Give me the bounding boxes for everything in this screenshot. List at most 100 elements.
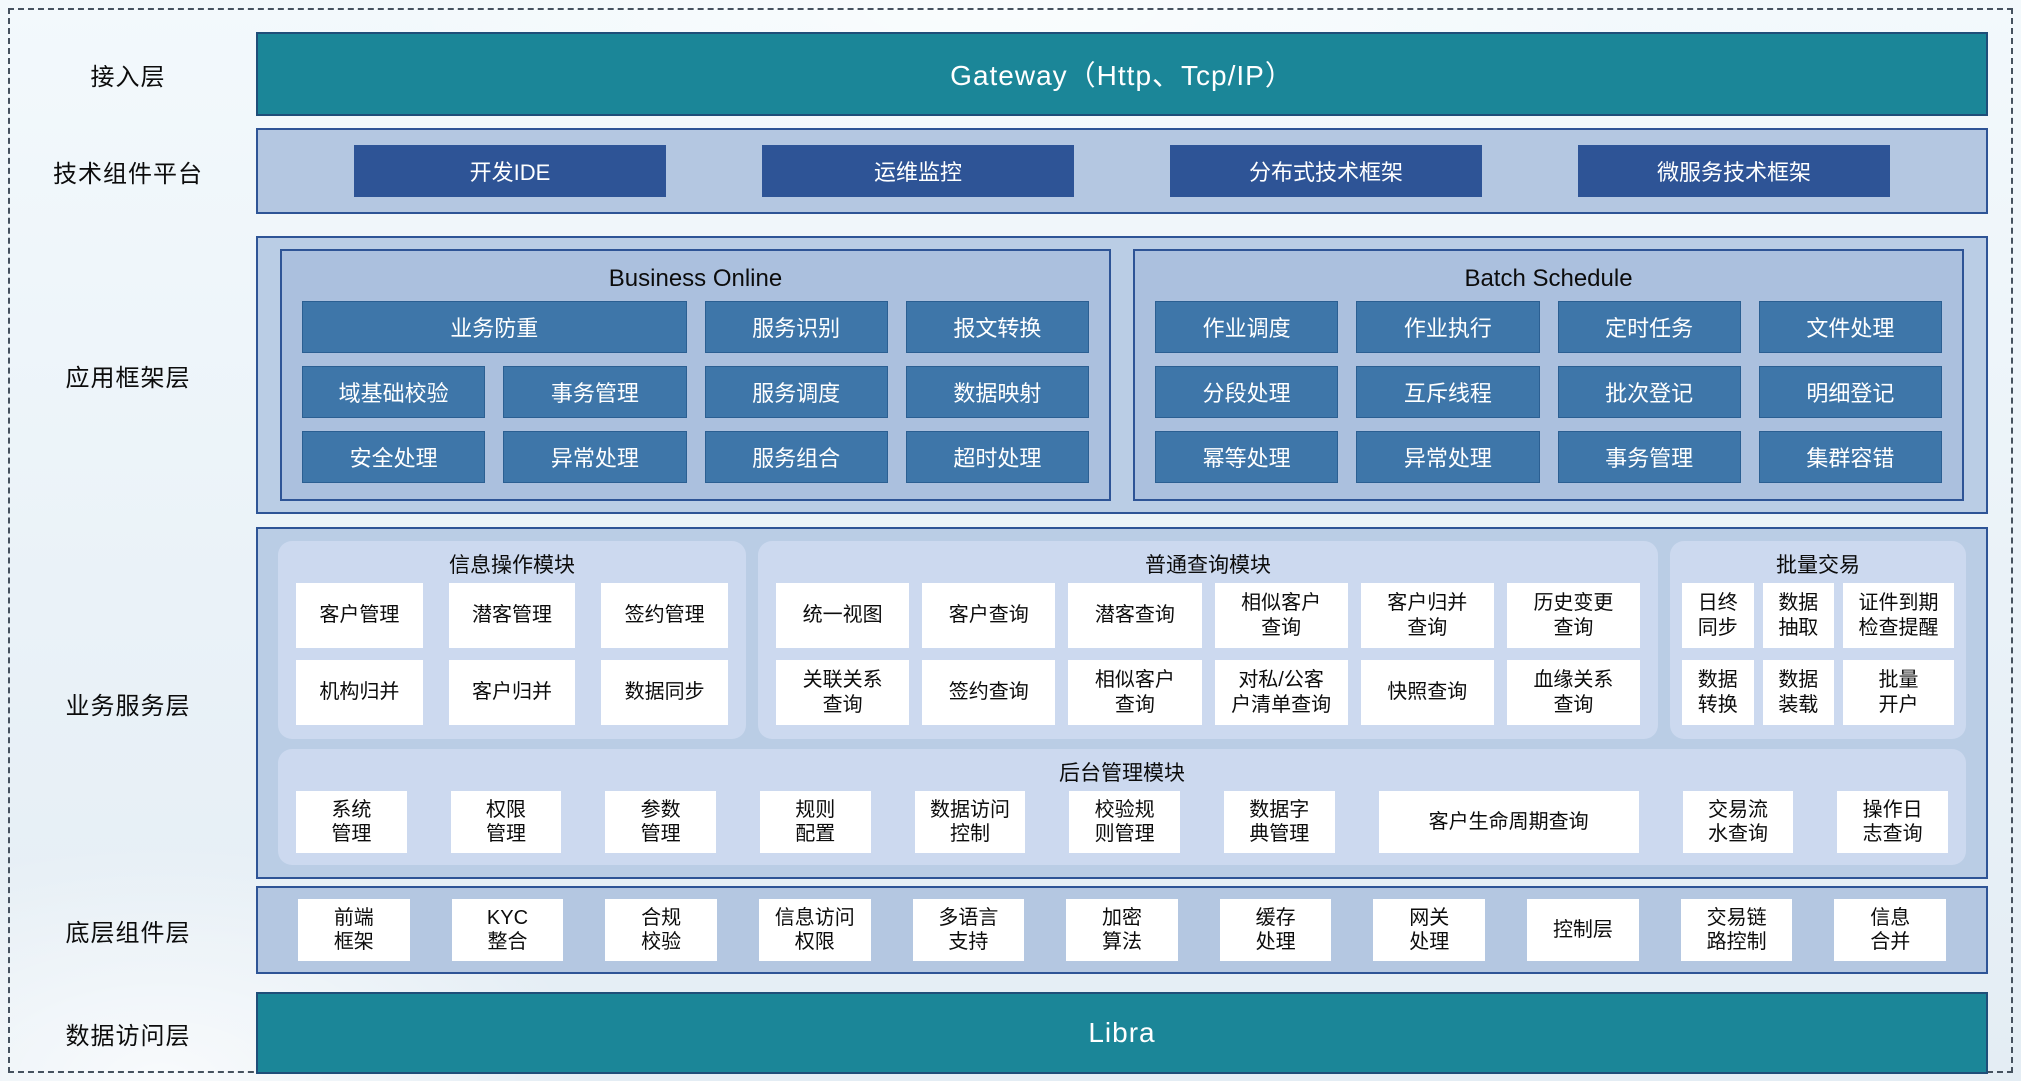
service-item-block: 相似客户 查询 [1214, 583, 1348, 648]
admin-item-block: 操作日 志查询 [1837, 791, 1948, 853]
module-info-title: 信息操作模块 [449, 554, 575, 577]
framework-feature-block: 作业执行 [1356, 301, 1540, 353]
base-component-block: 信息访问 权限 [758, 899, 871, 961]
data-access-band: 数据访问层 Libra [0, 992, 2021, 1074]
service-item-block: 签约查询 [922, 660, 1056, 725]
module-row: 日终 同步数据 抽取证件到期 检查提醒 [1682, 583, 1954, 648]
module-query: 普通查询模块统一视图客户查询潜客查询相似客户 查询客户归并 查询历史变更 查询关… [758, 541, 1658, 739]
framework-feature-block: 服务组合 [704, 431, 888, 483]
admin-item-block: 参数 管理 [605, 791, 716, 853]
base-component-block: 加密 算法 [1066, 899, 1178, 961]
framework-feature-block: 明细登记 [1758, 366, 1942, 418]
business-service-container: 信息操作模块客户管理潜客管理签约管理机构归并客户归并数据同步 普通查询模块统一视图… [256, 527, 1988, 879]
framework-feature-block: 异常处理 [503, 431, 687, 483]
app-panel-title: Business Online [608, 265, 783, 292]
framework-feature-block: 域基础校验 [302, 366, 486, 418]
framework-feature-block: 集群容错 [1758, 431, 1942, 483]
module-row: 机构归并客户归并数据同步 [296, 660, 729, 725]
base-component-block: KYC 整合 [451, 899, 564, 961]
framework-feature-block: 服务调度 [704, 366, 888, 418]
framework-feature-block: 事务管理 [503, 366, 687, 418]
tech-component-block: 微服务技术框架 [1578, 145, 1890, 197]
framework-feature-block: 定时任务 [1557, 301, 1741, 353]
service-item-block: 数据 抽取 [1762, 583, 1835, 648]
layer-label-app-framework: 应用框架层 [65, 364, 191, 392]
admin-item-block: 交易流 水查询 [1682, 791, 1794, 853]
module-row: 统一视图客户查询潜客查询相似客户 查询客户归并 查询历史变更 查询 [776, 583, 1641, 648]
base-component-block: 网关 处理 [1373, 899, 1486, 961]
base-component-block: 交易链 路控制 [1680, 899, 1793, 961]
access-layer-band: 接入层 Gateway（Http、Tcp/IP） [0, 32, 2021, 116]
tech-component-block: 开发IDE [354, 145, 666, 197]
framework-feature-block: 报文转换 [905, 301, 1089, 353]
gateway-bar-label: Gateway（Http、Tcp/IP） [950, 60, 1294, 91]
module-row: 客户管理潜客管理签约管理 [296, 583, 729, 648]
service-item-block: 快照查询 [1360, 660, 1494, 725]
app-panel-title: Batch Schedule [1464, 265, 1633, 292]
service-item-block: 潜客查询 [1068, 583, 1202, 648]
layer-label-tech-platform: 技术组件平台 [53, 160, 203, 188]
admin-item-block: 规则 配置 [759, 791, 871, 853]
base-component-block: 控制层 [1527, 899, 1639, 961]
module-batch: 批量交易日终 同步数据 抽取证件到期 检查提醒数据 转换数据 装载批量 开户 [1670, 541, 1966, 739]
module-query-rows: 统一视图客户查询潜客查询相似客户 查询客户归并 查询历史变更 查询关联关系 查询… [776, 583, 1641, 725]
service-item-block: 对私/公客 户清单查询 [1214, 660, 1348, 725]
module-row: 数据 转换数据 装载批量 开户 [1682, 660, 1954, 725]
framework-feature-block: 幂等处理 [1155, 431, 1339, 483]
admin-item-block: 权限 管理 [450, 791, 562, 853]
base-component-block: 合规 校验 [605, 899, 717, 961]
base-component-block: 缓存 处理 [1219, 899, 1332, 961]
service-item-block: 证件到期 检查提醒 [1843, 583, 1954, 648]
service-item-block: 客户归并 [448, 660, 576, 725]
admin-item-block: 系统 管理 [296, 791, 407, 853]
admin-items-row: 系统 管理权限 管理参数 管理规则 配置数据访问 控制校验规 则管理数据字 典管… [296, 791, 1948, 853]
framework-feature-block: 安全处理 [302, 431, 486, 483]
framework-feature-block: 业务防重 [302, 301, 687, 353]
service-item-block: 关联关系 查询 [776, 660, 910, 725]
module-row: 关联关系 查询签约查询相似客户 查询对私/公客 户清单查询快照查询血缘关系 查询 [776, 660, 1641, 725]
module-admin-title: 后台管理模块 [1059, 762, 1185, 785]
gateway-bar: Gateway（Http、Tcp/IP） [256, 32, 1988, 116]
app-panel-grid: 作业调度作业执行定时任务文件处理分段处理互斥线程批次登记明细登记幂等处理异常处理… [1155, 301, 1942, 483]
module-admin: 后台管理模块 系统 管理权限 管理参数 管理规则 配置数据访问 控制校验规 则管… [278, 749, 1966, 865]
service-item-block: 数据 装载 [1762, 660, 1835, 725]
base-component-block: 前端 框架 [298, 899, 410, 961]
layer-label-business-service: 业务服务层 [65, 692, 191, 720]
module-query-title: 普通查询模块 [1145, 554, 1271, 577]
module-batch-title: 批量交易 [1776, 554, 1860, 577]
framework-feature-block: 作业调度 [1155, 301, 1339, 353]
libra-bar-label: Libra [1088, 1017, 1156, 1048]
framework-feature-block: 数据映射 [905, 366, 1089, 418]
framework-feature-block: 批次登记 [1557, 366, 1741, 418]
service-item-block: 批量 开户 [1843, 660, 1954, 725]
module-info-rows: 客户管理潜客管理签约管理机构归并客户归并数据同步 [296, 583, 729, 725]
service-item-block: 相似客户 查询 [1068, 660, 1202, 725]
app-panel-grid: 业务防重服务识别报文转换域基础校验事务管理服务调度数据映射安全处理异常处理服务组… [302, 301, 1089, 483]
service-item-block: 数据同步 [601, 660, 729, 725]
service-item-block: 客户管理 [296, 583, 423, 648]
service-item-block: 客户查询 [922, 583, 1056, 648]
service-item-block: 历史变更 查询 [1506, 583, 1641, 648]
base-component-block: 信息 合并 [1834, 899, 1947, 961]
admin-item-block: 客户生命周期查询 [1378, 791, 1639, 853]
base-component-block: 多语言 支持 [912, 899, 1025, 961]
service-item-block: 客户归并 查询 [1360, 583, 1494, 648]
service-item-block: 统一视图 [776, 583, 910, 648]
framework-feature-block: 事务管理 [1557, 431, 1741, 483]
module-info: 信息操作模块客户管理潜客管理签约管理机构归并客户归并数据同步 [278, 541, 746, 739]
service-modules-row: 信息操作模块客户管理潜客管理签约管理机构归并客户归并数据同步 普通查询模块统一视图… [278, 541, 1966, 739]
framework-feature-block: 分段处理 [1155, 366, 1339, 418]
layer-label-access: 接入层 [90, 63, 166, 91]
service-item-block: 日终 同步 [1682, 583, 1754, 648]
business-service-band: 业务服务层 信息操作模块客户管理潜客管理签约管理机构归并客户归并数据同步 普通查询… [0, 527, 2021, 879]
module-batch-rows: 日终 同步数据 抽取证件到期 检查提醒数据 转换数据 装载批量 开户 [1682, 583, 1954, 725]
admin-item-block: 数据字 典管理 [1223, 791, 1335, 853]
service-item-block: 潜客管理 [448, 583, 576, 648]
